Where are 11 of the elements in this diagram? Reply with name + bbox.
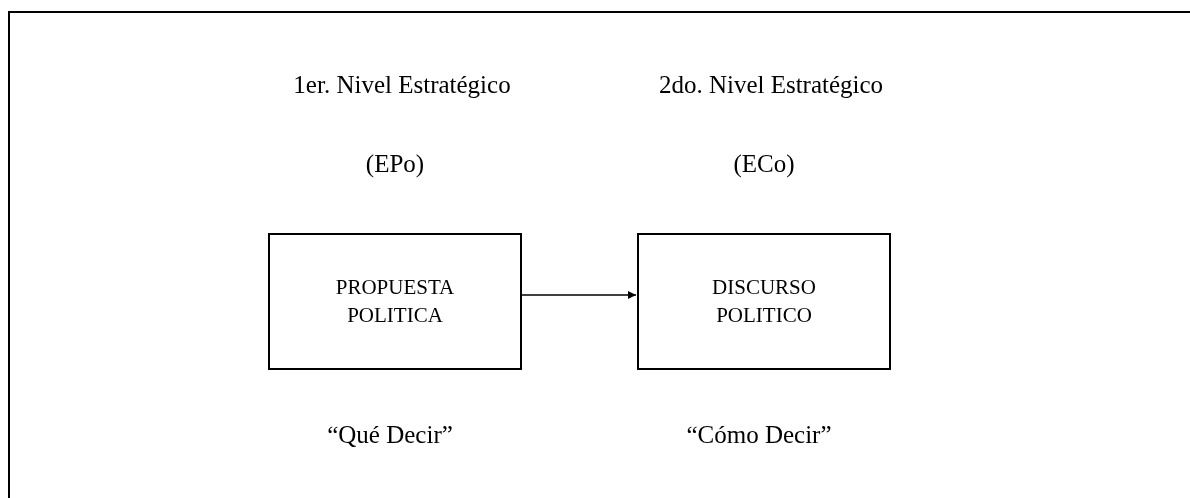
box-label: DISCURSO POLITICO: [711, 274, 817, 329]
quote-caption: “Cómo Decir”: [686, 420, 832, 451]
level-code: (EPo): [365, 149, 425, 180]
quote-caption: “Qué Decir”: [327, 420, 453, 451]
level-code: (ECo): [733, 149, 795, 180]
level-heading: 1er. Nivel Estratégico: [293, 70, 511, 101]
process-box: [637, 233, 891, 370]
process-box: [268, 233, 522, 370]
arrow: [521, 291, 637, 299]
level-heading: 2do. Nivel Estratégico: [658, 70, 884, 101]
box-label: PROPUESTA POLITICA: [334, 274, 456, 329]
